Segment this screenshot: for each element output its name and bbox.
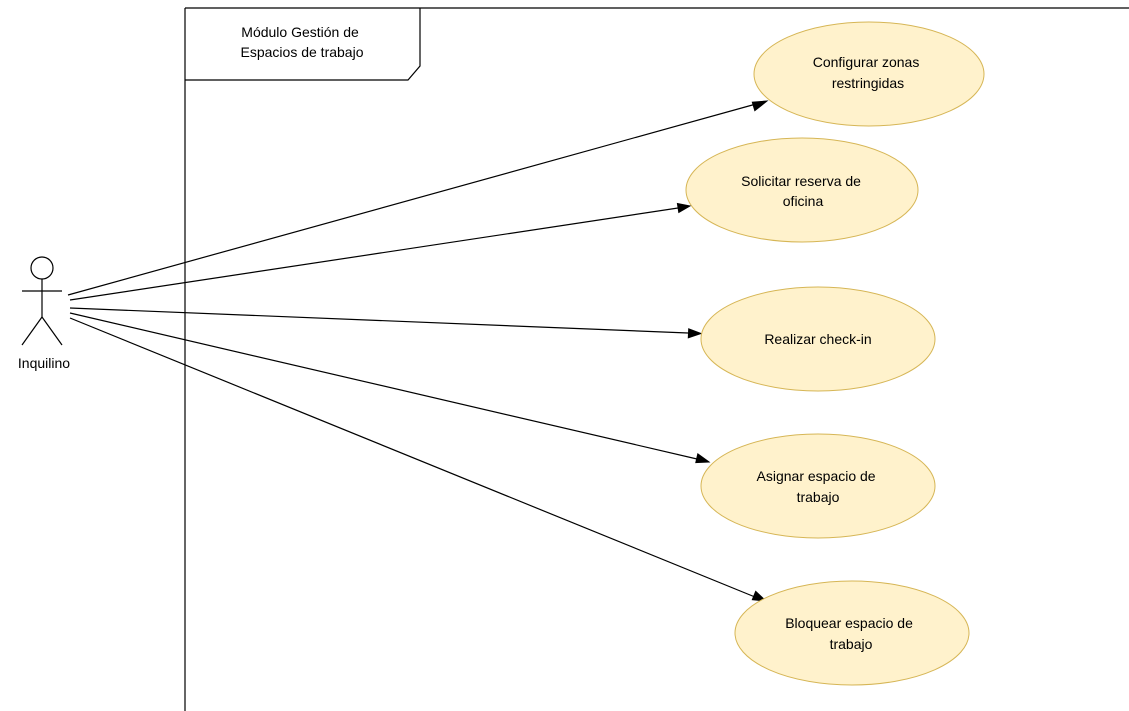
system-boundary: Módulo Gestión de Espacios de trabajo (184, 7, 1129, 711)
use-case-label: Realizar check-in (764, 331, 871, 347)
use-case-label-line-1: Solicitar reserva de (741, 173, 861, 189)
association-bloquear-espacio (69, 317, 768, 602)
association-line (67, 103, 757, 296)
use-case-label-line-1: Realizar check-in (764, 331, 871, 347)
use-case-label: Solicitar reserva de oficina (741, 173, 865, 209)
use-case-ellipse (734, 580, 970, 686)
association-line (69, 312, 698, 460)
association-line (69, 207, 679, 301)
use-case-label-line-2: trabajo (830, 636, 873, 652)
use-case-ellipse (700, 286, 936, 392)
actor-right-leg (41, 316, 63, 346)
use-case-ellipse (700, 433, 936, 539)
use-case-label: Asignar espacio de trabajo (757, 468, 880, 505)
actor-inquilino[interactable]: Inquilino (18, 256, 70, 371)
arrow-head (687, 328, 703, 339)
arrow-head (751, 590, 768, 602)
use-case-label-line-1: Configurar zonas (813, 54, 920, 70)
use-case-asignar-espacio[interactable]: Asignar espacio de trabajo (700, 433, 936, 539)
use-case-label-line-2: restringidas (832, 75, 904, 91)
actor-label: Inquilino (18, 355, 70, 371)
association-asignar-espacio (69, 312, 711, 464)
use-case-ellipse (685, 137, 919, 243)
use-case-label: Bloquear espacio de trabajo (785, 615, 917, 652)
use-case-ellipse (753, 21, 985, 127)
use-case-bloquear-espacio[interactable]: Bloquear espacio de trabajo (734, 580, 970, 686)
use-case-realizar-checkin[interactable]: Realizar check-in (700, 286, 936, 392)
use-case-label-line-1: Bloquear espacio de (785, 615, 913, 631)
actor-left-leg (21, 316, 43, 346)
use-case-label-line-1: Asignar espacio de (757, 468, 876, 484)
system-boundary-title: Módulo Gestión de Espacios de trabajo (241, 24, 364, 60)
association-configurar-zonas (67, 100, 769, 296)
arrow-head (695, 453, 711, 464)
association-realizar-checkin (69, 307, 703, 339)
association-line (69, 307, 689, 334)
use-case-label: Configurar zonas restringidas (813, 54, 924, 91)
system-boundary-title-tab (185, 8, 421, 81)
use-case-label-line-2: oficina (783, 193, 824, 209)
association-solicitar-reserva (69, 202, 692, 301)
actor-head (30, 256, 54, 280)
association-line (69, 317, 756, 598)
system-boundary-title-line-2: Espacios de trabajo (241, 44, 364, 60)
system-boundary-title-line-1: Módulo Gestión de (241, 24, 359, 40)
associations (67, 100, 769, 602)
use-case-label-line-2: trabajo (797, 489, 840, 505)
arrow-head (751, 100, 769, 112)
arrow-head (676, 202, 692, 214)
use-case-configurar-zonas[interactable]: Configurar zonas restringidas (753, 21, 985, 127)
use-case-solicitar-reserva[interactable]: Solicitar reserva de oficina (685, 137, 919, 243)
